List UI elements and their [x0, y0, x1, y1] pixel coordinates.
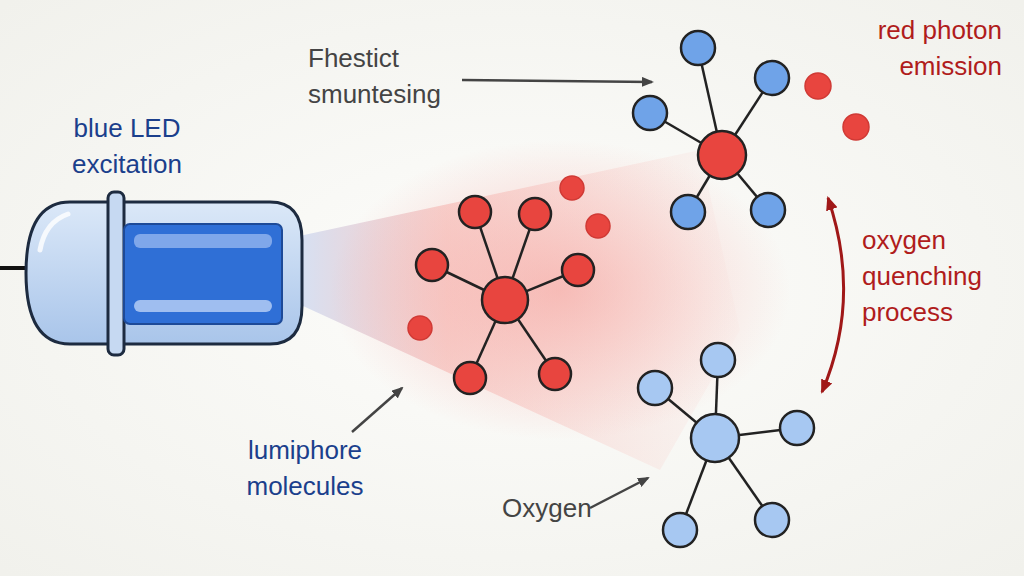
quenching-label: oxygen quenching process	[862, 222, 1018, 330]
oxygen-label: Oxygen	[502, 490, 622, 526]
led-label: blue LED excitation	[32, 110, 222, 182]
lumiphore-label: lumiphore molecules	[200, 432, 410, 504]
callout-label: Fhestict smuntesing	[308, 40, 478, 112]
emission-label: red photon emission	[792, 12, 1002, 84]
